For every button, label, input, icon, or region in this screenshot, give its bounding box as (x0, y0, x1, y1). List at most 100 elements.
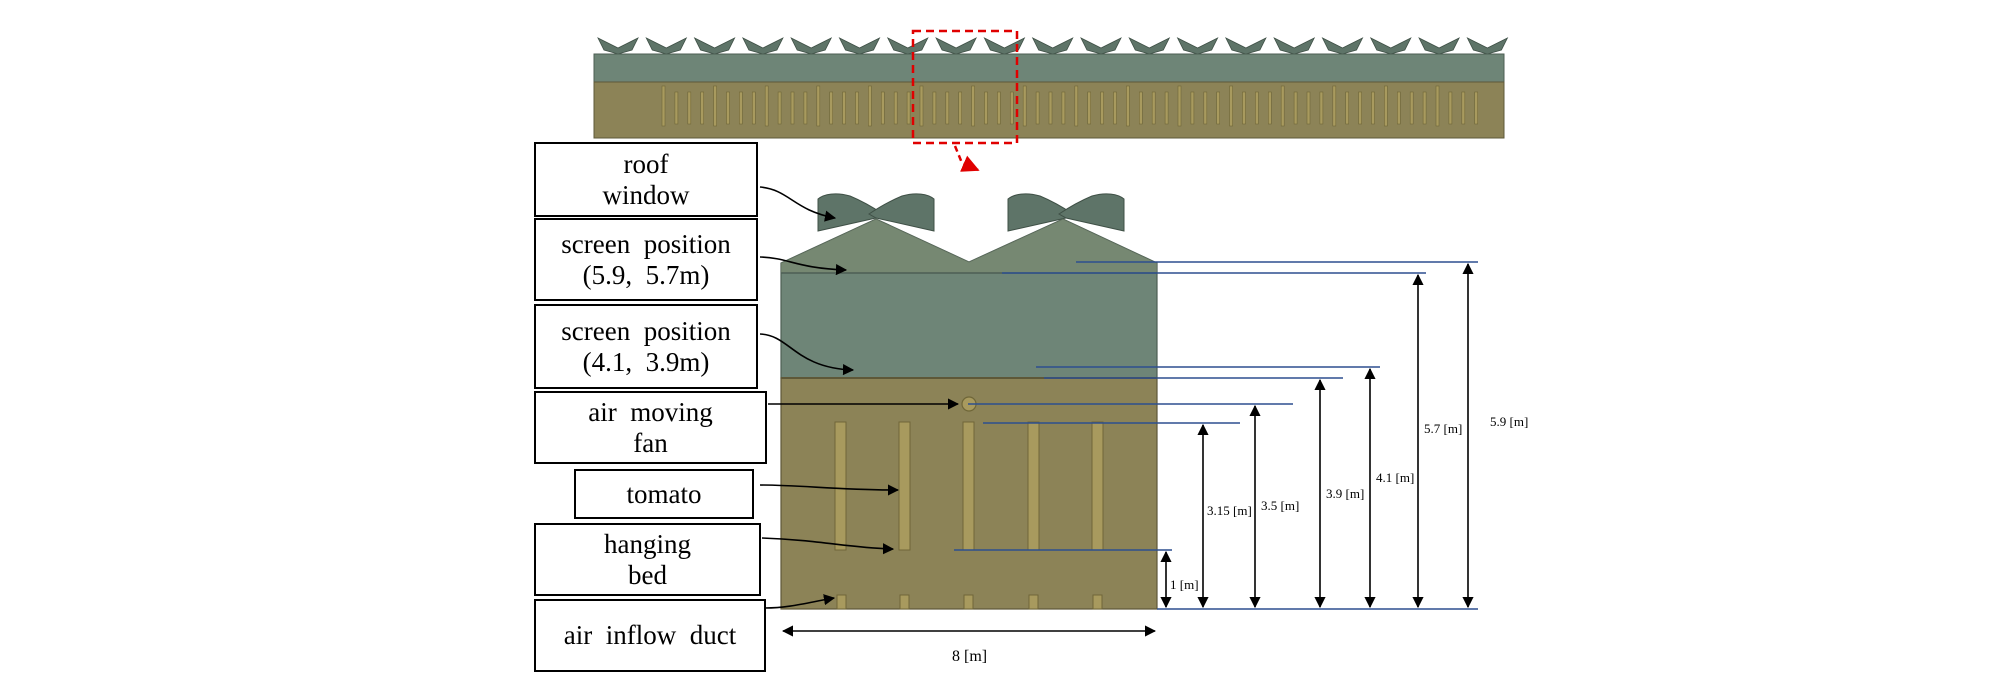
greenhouse-overview (593, 29, 1509, 172)
overview-plant (751, 91, 756, 125)
overview-roof-window (645, 37, 688, 55)
overview-plant (1126, 85, 1130, 127)
overview-roof-window (935, 37, 977, 55)
overview-roof-window (838, 37, 881, 55)
overview-plant (906, 91, 911, 125)
overview-roof-windows (597, 37, 1509, 55)
height-level-lines (954, 261, 1478, 610)
overview-plant (1319, 91, 1324, 125)
overview-roof-window (1176, 37, 1219, 55)
overview-plant (1422, 91, 1427, 125)
overview-plant (971, 85, 975, 127)
overview-plant-rows (661, 85, 1478, 127)
dimension-labels: 5.9 [m] 5.7 [m] 4.1 [m] 3.9 [m] 3.5 [m] … (952, 414, 1528, 665)
label-screen-upper-line2: (5.9, 5.7m) (582, 259, 710, 290)
overview-plant (764, 85, 769, 127)
dim-label-5-7: 5.7 [m] (1424, 421, 1462, 436)
label-screen-upper-line1: screen position (561, 228, 731, 259)
overview-plant (1461, 91, 1466, 125)
overview-plant (932, 91, 937, 125)
tomato-plant-3 (962, 421, 975, 551)
label-duct-line1: air inflow duct (563, 620, 737, 650)
label-roof-window-line2: window (602, 179, 690, 210)
label-hanging-bed-line2: bed (628, 559, 667, 590)
overview-roof-window (886, 37, 929, 55)
inflow-duct-3 (963, 594, 974, 610)
roof-window-left-b (868, 193, 935, 232)
overview-plant (1293, 91, 1298, 125)
overview-plant (739, 91, 743, 125)
overview-roof-window (1321, 37, 1364, 55)
overview-plant (1216, 91, 1220, 125)
overview-plant (1203, 91, 1208, 125)
label-screen-lower-line1: screen position (561, 315, 731, 346)
overview-plant (893, 91, 898, 125)
inflow-duct-2 (899, 594, 910, 610)
overview-plant (700, 91, 705, 125)
roof-window-right-b (1058, 193, 1125, 232)
overview-plant (1332, 85, 1337, 127)
overview-plant (777, 91, 782, 125)
overview-roof-window (790, 37, 833, 55)
dim-label-4-1: 4.1 [m] (1376, 470, 1414, 485)
label-roof-window-line1: roof (623, 148, 669, 179)
dim-label-width: 8 [m] (952, 648, 987, 665)
label-tomato-line1: tomato (626, 478, 702, 509)
leader-hanging-bed (761, 537, 895, 555)
leader-arrows (759, 186, 960, 609)
overview-plant (1435, 85, 1440, 127)
overview-roof-window (1369, 37, 1412, 55)
overview-plant (1268, 91, 1272, 125)
overview-plant (855, 91, 859, 125)
overview-roof-window (1418, 37, 1460, 55)
overview-roof-window (1031, 37, 1074, 55)
overview-roof-window (693, 37, 736, 55)
overview-plant (674, 91, 679, 125)
overview-plant (790, 91, 795, 125)
overview-plant (945, 91, 950, 125)
label-hanging-bed: hanging bed (534, 523, 761, 596)
overview-plant (842, 91, 846, 125)
label-fan: air moving fan (534, 391, 767, 464)
overview-roof-window (1128, 37, 1171, 55)
overview-plant (958, 91, 963, 125)
label-hanging-bed-line1: hanging (604, 528, 691, 559)
overview-plant (868, 85, 872, 127)
label-screen-lower-line2: (4.1, 3.9m) (582, 346, 710, 377)
overview-roof-window (983, 37, 1026, 55)
label-fan-line2: fan (633, 427, 668, 458)
overview-plant (1087, 91, 1091, 125)
overview-plant (1113, 91, 1117, 125)
label-roof-window: roof window (534, 142, 758, 217)
overview-plant (1035, 91, 1040, 125)
overview-plant (1177, 85, 1182, 127)
leader-tomato (759, 484, 900, 496)
label-screen-upper: screen position (5.9, 5.7m) (534, 218, 758, 301)
overview-plant (829, 91, 834, 125)
dim-label-1: 1 [m] (1170, 577, 1199, 592)
overview-plant (1371, 91, 1375, 125)
overview-plant (661, 85, 666, 127)
overview-roof-window (1080, 37, 1122, 55)
dim-label-5-9: 5.9 [m] (1490, 414, 1528, 429)
tomato-plant-4 (1027, 421, 1040, 551)
leader-screen-lower (759, 333, 855, 376)
tomato-plant-5 (1091, 421, 1104, 551)
overview-plant (1474, 91, 1478, 125)
overview-plant (1139, 91, 1143, 125)
dim-label-3-9: 3.9 [m] (1326, 486, 1364, 501)
overview-plant (1061, 91, 1066, 125)
overview-roof-window (742, 37, 784, 55)
overview-plant (1242, 91, 1246, 125)
overview-plant (816, 85, 821, 127)
dimension-arrows (781, 262, 1474, 637)
overview-plant (726, 91, 730, 125)
overview-plant (713, 85, 717, 127)
zoom-arrow (953, 145, 980, 172)
overview-plant (919, 85, 924, 127)
overview-plant (1397, 91, 1401, 125)
overview-plant (1384, 85, 1388, 127)
overview-plant (687, 91, 692, 125)
